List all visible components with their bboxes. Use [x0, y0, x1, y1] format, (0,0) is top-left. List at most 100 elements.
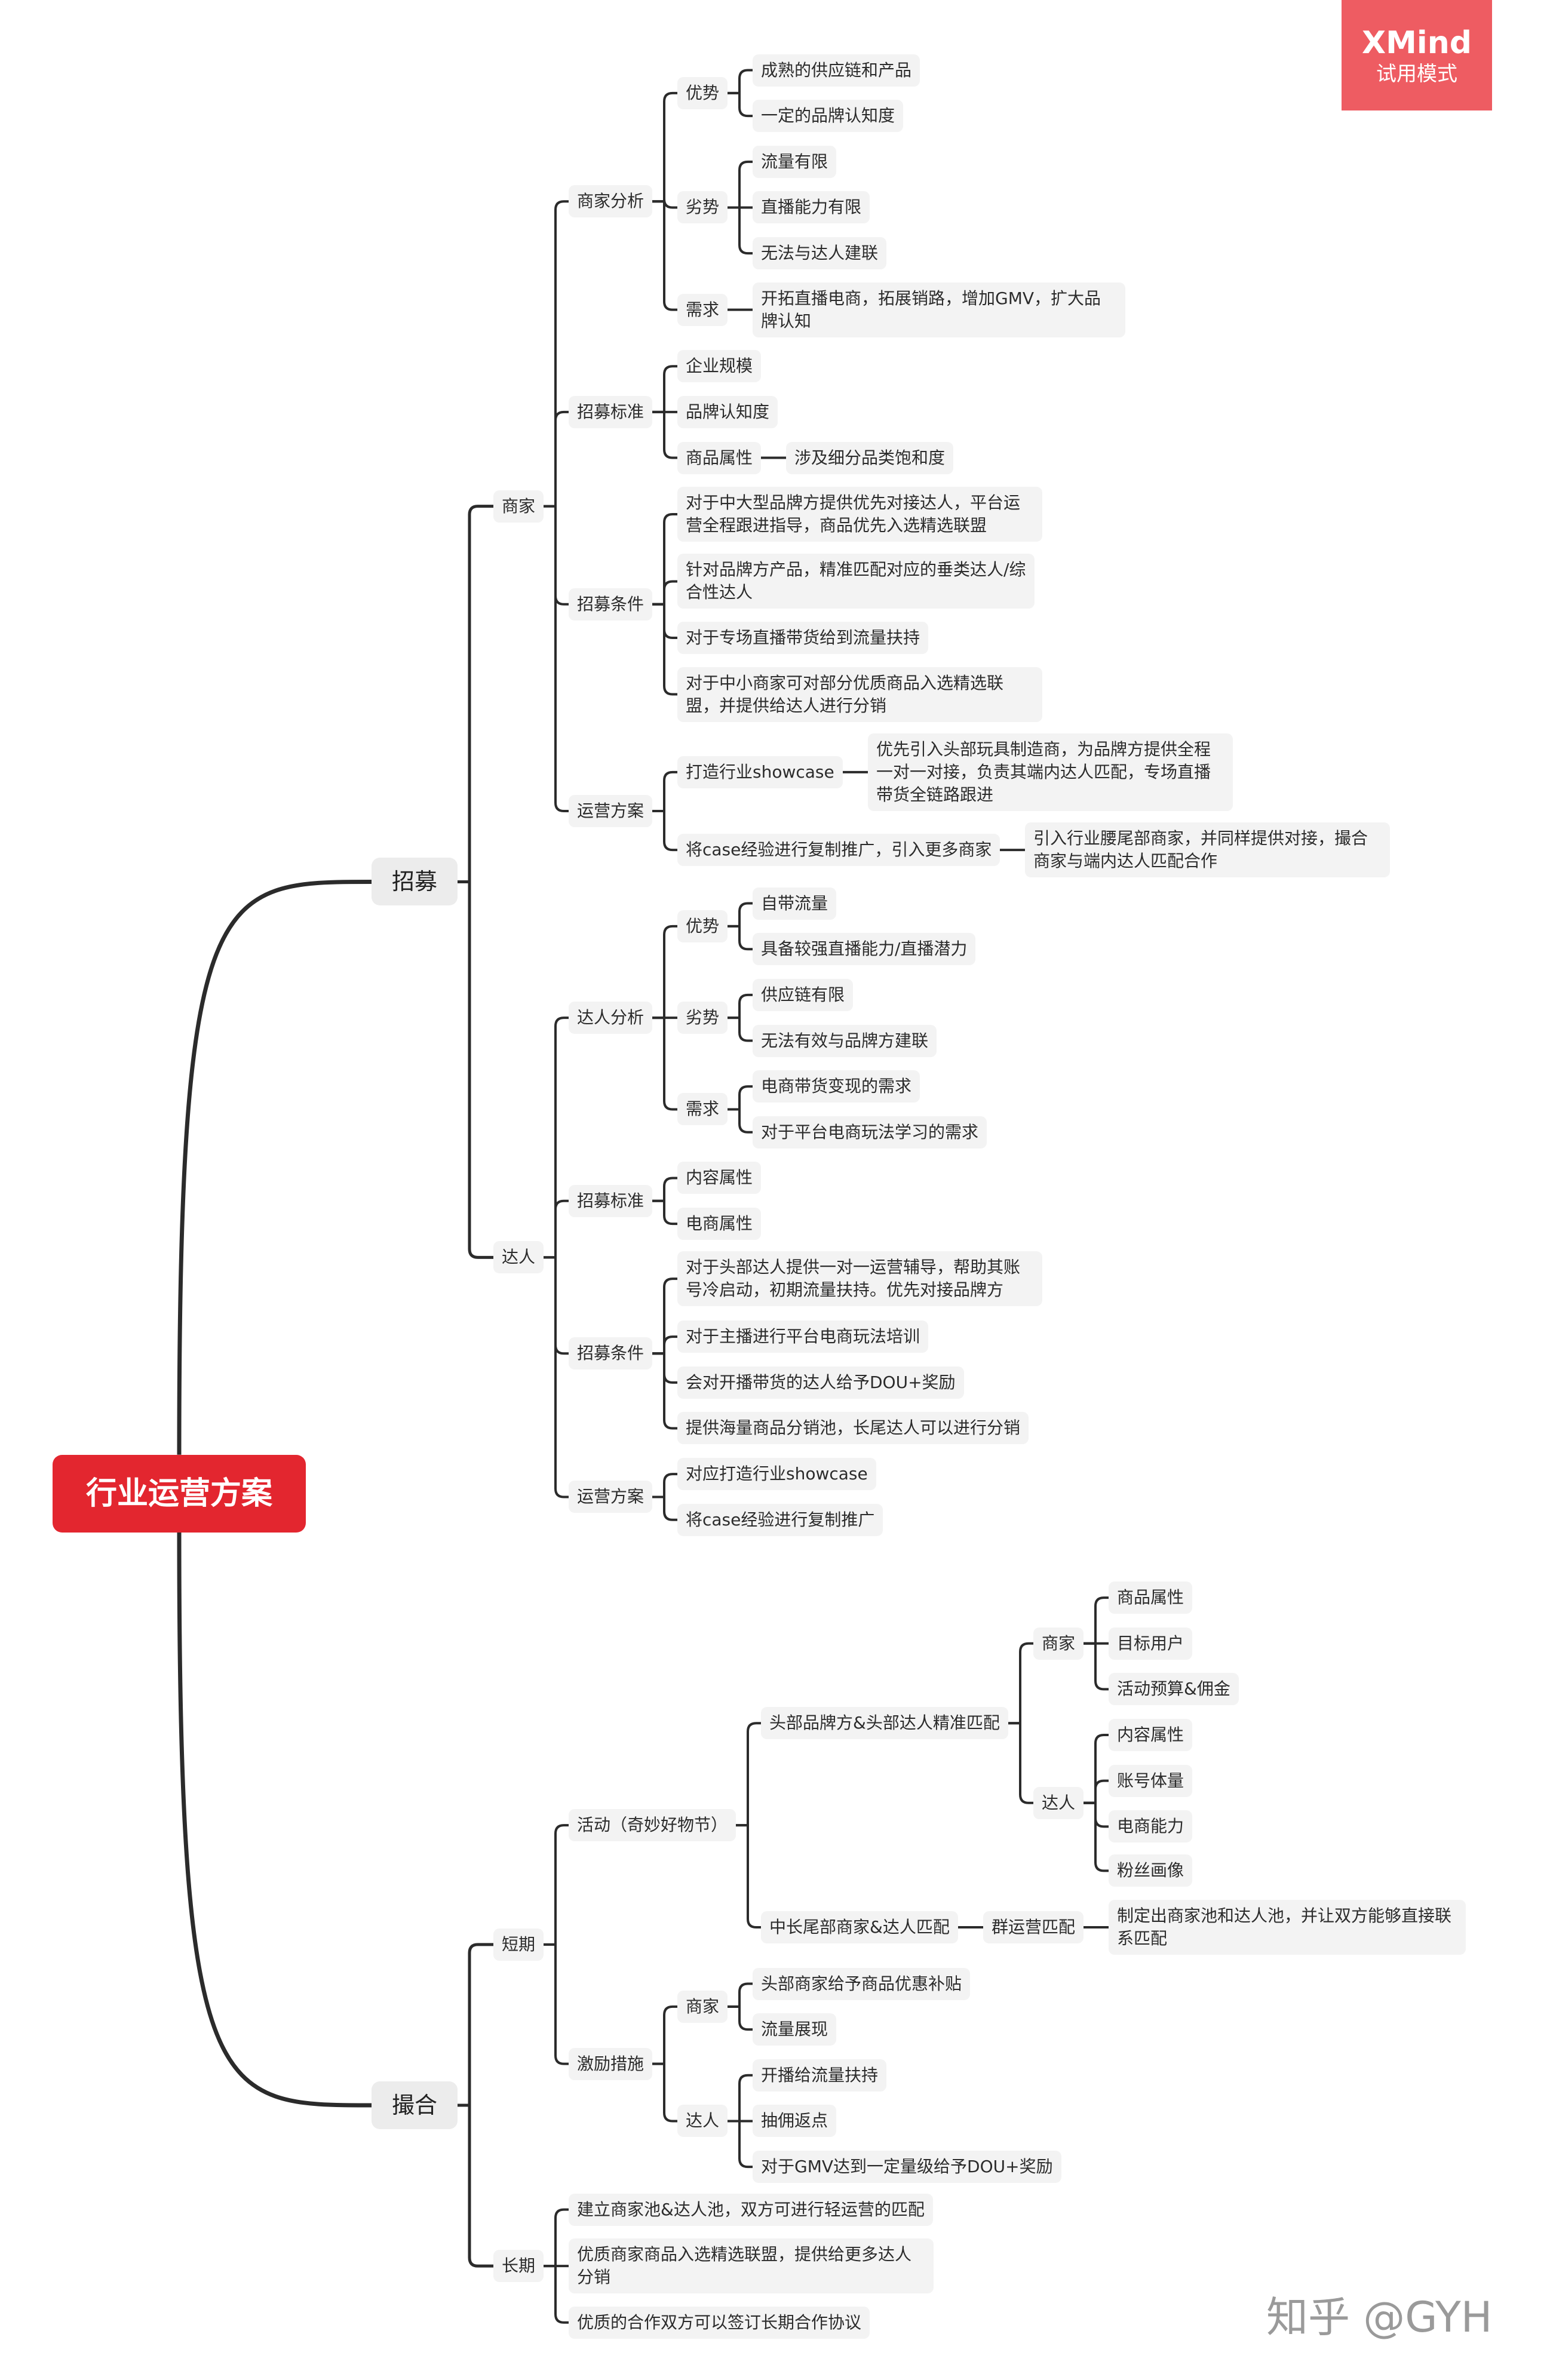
topic-node[interactable]: 商家 [493, 490, 544, 523]
topic-node[interactable]: 将case经验进行复制推广 [677, 1503, 883, 1536]
topic-node[interactable]: 商家分析 [569, 185, 653, 218]
topic-node[interactable]: 达人 [1033, 1786, 1084, 1819]
topic-node[interactable]: 达人 [677, 2105, 728, 2138]
topic-node[interactable]: 头部品牌方&头部达人精准匹配 [761, 1707, 1008, 1740]
topic-node[interactable]: 无法有效与品牌方建联 [753, 1024, 937, 1057]
topic-node[interactable]: 对于GMV达到一定量级给予DOU+奖励 [753, 2151, 1061, 2184]
topic-node[interactable]: 长期 [493, 2250, 544, 2283]
topic-node[interactable]: 活动（奇妙好物节） [569, 1809, 736, 1842]
connector [652, 2062, 677, 2123]
connector [736, 1824, 761, 1928]
badge-subtitle: 试用模式 [1376, 62, 1457, 86]
topic-node[interactable]: 涉及细分品类饱和度 [786, 441, 954, 474]
topic-node[interactable]: 需求 [677, 1093, 728, 1126]
connector [728, 91, 753, 118]
topic-node[interactable]: 优先引入头部玩具制造商，为品牌方提供全程一对一对接，负责其端内达人匹配，专场直播… [868, 733, 1233, 811]
root-topic[interactable]: 行业运营方案 [53, 1454, 306, 1533]
topic-node[interactable]: 直播能力有限 [753, 191, 870, 224]
connector [544, 1824, 569, 1946]
topic-node[interactable]: 商品属性 [1109, 1581, 1193, 1614]
topic-node[interactable]: 达人分析 [569, 1002, 653, 1034]
topic-node[interactable]: 优质的合作双方可以签订长期合作协议 [569, 2306, 870, 2339]
topic-node[interactable]: 商家 [1033, 1627, 1084, 1660]
topic-node[interactable]: 撮合 [372, 2081, 458, 2130]
connector [1008, 1642, 1033, 1725]
connector [652, 1177, 677, 1202]
topic-node[interactable]: 优质商家商品入选精选联盟，提供给更多达人分销 [569, 2238, 934, 2294]
topic-node[interactable]: 短期 [493, 1928, 544, 1961]
topic-node[interactable]: 群运营匹配 [983, 1911, 1084, 1943]
topic-node[interactable]: 提供海量商品分销池，长尾达人可以进行分销 [677, 1412, 1029, 1445]
topic-node[interactable]: 激励措施 [569, 2047, 653, 2080]
topic-node[interactable]: 供应链有限 [753, 978, 854, 1011]
topic-node[interactable]: 粉丝画像 [1109, 1854, 1193, 1887]
topic-node[interactable]: 需求 [677, 293, 728, 326]
topic-node[interactable]: 对于中小商家可对部分优质商品入选精选联盟，并提供给达人进行分销 [677, 667, 1042, 722]
topic-node[interactable]: 账号体量 [1109, 1764, 1193, 1797]
connector [652, 1017, 677, 1111]
connector [728, 69, 753, 94]
topic-node[interactable]: 电商属性 [677, 1208, 762, 1240]
topic-node[interactable]: 电商带货变现的需求 [753, 1070, 920, 1103]
connector [177, 1532, 372, 2108]
topic-node[interactable]: 自带流量 [753, 887, 837, 920]
topic-node[interactable]: 抽佣返点 [753, 2105, 837, 2138]
topic-node[interactable]: 商家 [677, 1990, 728, 2023]
topic-node[interactable]: 对于中大型品牌方提供优先对接达人，平台运营全程跟进指导，商品优先入选精选联盟 [677, 487, 1042, 542]
connector [728, 1017, 753, 1042]
topic-node[interactable]: 具备较强直播能力/直播潜力 [753, 933, 976, 966]
connector [728, 2074, 753, 2123]
topic-node[interactable]: 达人 [493, 1241, 544, 1274]
topic-node[interactable]: 对应打造行业showcase [677, 1458, 876, 1491]
topic-node[interactable]: 引入行业腰尾部商家，并同样提供对接，撮合商家与端内达人匹配合作 [1025, 822, 1390, 878]
topic-node[interactable]: 对于主播进行平台电商玩法培训 [677, 1320, 929, 1353]
topic-node[interactable]: 中长尾部商家&达人匹配 [761, 1911, 958, 1943]
topic-node[interactable]: 对于专场直播带货给到流量扶持 [677, 621, 929, 654]
topic-node[interactable]: 流量展现 [753, 2013, 837, 2046]
topic-node[interactable]: 招募 [372, 858, 458, 906]
topic-node[interactable]: 运营方案 [569, 794, 653, 827]
topic-node[interactable]: 流量有限 [753, 145, 837, 178]
topic-node[interactable]: 优势 [677, 910, 728, 942]
topic-node[interactable]: 对于平台电商玩法学习的需求 [753, 1116, 987, 1148]
topic-node[interactable]: 将case经验进行复制推广，引入更多商家 [677, 834, 1000, 867]
connector [652, 1199, 677, 1226]
topic-node[interactable]: 会对开播带货的达人给予DOU+奖励 [677, 1366, 964, 1399]
connector [458, 1943, 493, 2107]
topic-node[interactable]: 开拓直播电商，拓展销路，增加GMV，扩大品牌认知 [753, 282, 1125, 337]
topic-node[interactable]: 成熟的供应链和产品 [753, 54, 920, 87]
topic-node[interactable]: 活动预算&佣金 [1109, 1673, 1239, 1706]
topic-node[interactable]: 对于头部达人提供一对一运营辅导，帮助其账号冷启动，初期流量扶持。优先对接品牌方 [677, 1251, 1042, 1307]
connector [652, 1473, 677, 1498]
topic-node[interactable]: 品牌认知度 [677, 395, 778, 428]
topic-node[interactable]: 目标用户 [1109, 1627, 1193, 1660]
topic-node[interactable]: 招募条件 [569, 1337, 653, 1370]
connector [728, 1108, 753, 1134]
topic-node[interactable]: 招募标准 [569, 1184, 653, 1217]
topic-node[interactable]: 内容属性 [677, 1162, 762, 1194]
topic-node[interactable]: 商品属性 [677, 441, 762, 474]
connector [652, 410, 677, 459]
topic-node[interactable]: 招募条件 [569, 588, 653, 621]
topic-node[interactable]: 电商能力 [1109, 1810, 1193, 1843]
watermark: 知乎 @GYH [1266, 2293, 1493, 2342]
topic-node[interactable]: 头部商家给予商品优惠补贴 [753, 1967, 971, 2000]
topic-node[interactable]: 劣势 [677, 1002, 728, 1034]
connector [177, 879, 372, 1455]
topic-node[interactable]: 打造行业showcase [677, 756, 843, 788]
topic-node[interactable]: 招募标准 [569, 395, 653, 428]
topic-node[interactable]: 建立商家池&达人池，双方可进行轻运营的匹配 [569, 2193, 933, 2226]
connector [652, 513, 677, 606]
topic-node[interactable]: 优势 [677, 76, 728, 109]
topic-node[interactable]: 针对品牌方产品，精准匹配对应的垂类达人/综合性达人 [677, 554, 1035, 609]
topic-node[interactable]: 运营方案 [569, 1481, 653, 1513]
topic-node[interactable]: 开播给流量扶持 [753, 2059, 887, 2092]
topic-node[interactable]: 制定出商家池和达人池，并让双方能够直接联系匹配 [1109, 1899, 1466, 1955]
connector [1084, 1642, 1109, 1691]
topic-node[interactable]: 企业规模 [677, 350, 762, 383]
topic-node[interactable]: 一定的品牌认知度 [753, 100, 904, 133]
topic-node[interactable]: 内容属性 [1109, 1719, 1193, 1752]
topic-node[interactable]: 劣势 [677, 191, 728, 224]
topic-node[interactable]: 无法与达人建联 [753, 237, 887, 270]
